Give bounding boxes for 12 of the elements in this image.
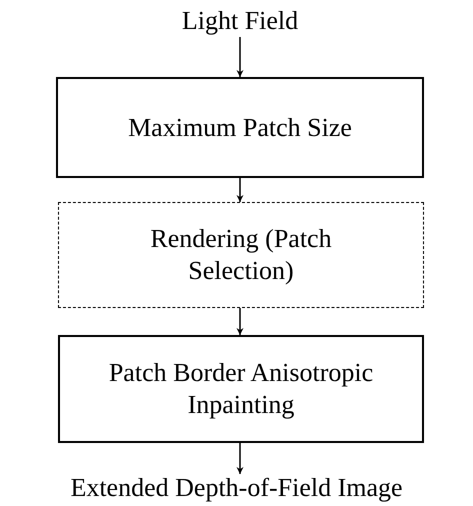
arrow	[236, 443, 244, 474]
process-box	[56, 77, 424, 178]
box-text: Maximum Patch Size	[128, 112, 352, 144]
arrow	[236, 178, 244, 202]
box-text: Rendering (Patch Selection)	[149, 223, 333, 287]
arrow	[236, 37, 244, 77]
flow-label: Extended Depth-of-Field Image	[70, 472, 403, 504]
process-box	[58, 335, 424, 443]
flow-label: Light Field	[182, 5, 298, 37]
arrow	[236, 308, 244, 335]
box-text: Patch Border Anisotropic Inpainting	[108, 357, 374, 421]
dashed-process-box	[58, 202, 424, 308]
